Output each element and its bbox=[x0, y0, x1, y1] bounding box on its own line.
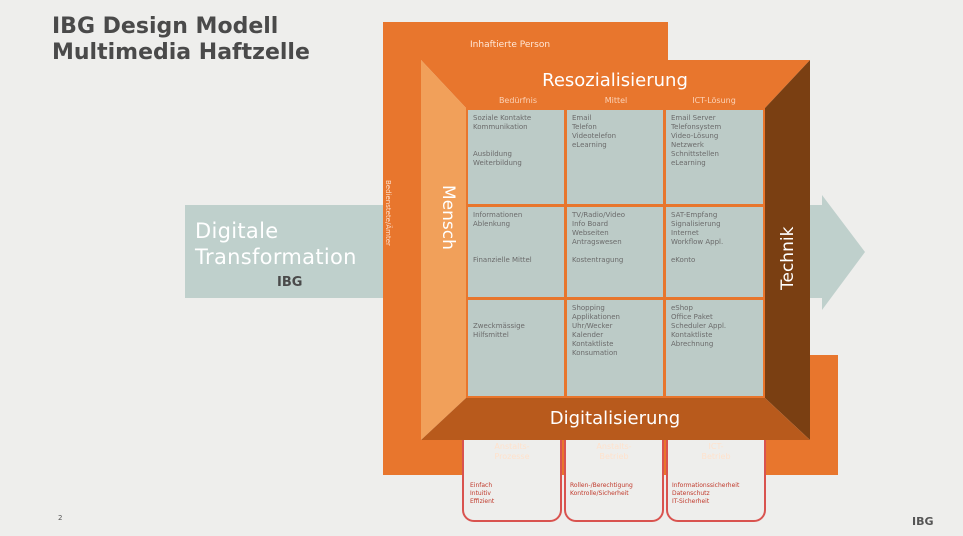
cell-mittel-2: TV/Radio/Video Info Board Webseiten Antr… bbox=[567, 207, 663, 297]
frame-right bbox=[765, 60, 810, 440]
cell-mittel-1: Email Telefon Videotelefon eLearning bbox=[567, 110, 663, 204]
cell-ict-2: SAT-Empfang Signalisierung Internet Work… bbox=[666, 207, 763, 297]
bedienstete-label: Bedienstete/Ämter bbox=[384, 180, 392, 246]
side-strip bbox=[390, 60, 404, 380]
column-header-ict: ICT-Lösung bbox=[692, 96, 736, 105]
tab-body-prozesse: Einfach Intuitiv Effizient bbox=[470, 482, 495, 505]
outer-top-panel bbox=[383, 22, 668, 60]
cell-ict-3: eShop Office Paket Scheduler Appl. Konta… bbox=[666, 300, 763, 396]
tab-head-prozesse: Anstalts- Prozesse bbox=[494, 442, 530, 461]
slide-title: IBG Design Modell Multimedia Haftzelle bbox=[52, 14, 310, 66]
tab-anstalts-prozesse bbox=[462, 440, 562, 522]
digitalisierung-label: Digitalisierung bbox=[549, 408, 681, 429]
cell-beduerfnis-3: Zweckmässige Hilfsmittel bbox=[468, 300, 564, 396]
tab-head-betrieb: Anstalts- Betrieb bbox=[596, 442, 632, 461]
transformation-label: Digitale Transformation bbox=[195, 218, 357, 270]
column-header-mittel: Mittel bbox=[604, 96, 628, 105]
tab-anstalts-betrieb bbox=[564, 440, 664, 522]
frame-top bbox=[421, 60, 810, 108]
cell-beduerfnis-1: Soziale Kontakte Kommunikation Ausbildun… bbox=[468, 110, 564, 204]
technik-label: Technik bbox=[778, 226, 798, 290]
transformation-line-2: Transformation bbox=[195, 245, 357, 269]
cell-mittel-3: Shopping Applikationen Uhr/Wecker Kalend… bbox=[567, 300, 663, 396]
title-line-1: IBG Design Modell bbox=[52, 14, 279, 39]
tab-ict-betrieb bbox=[666, 440, 766, 522]
outer-right-panel bbox=[810, 355, 838, 475]
title-line-2: Multimedia Haftzelle bbox=[52, 40, 310, 65]
tab-body-betrieb: Rollen-/Berechtigung Kontrolle/Sicherhei… bbox=[570, 482, 633, 497]
footer-brand: IBG bbox=[912, 515, 934, 528]
column-header-beduerfnis: Bedürfnis bbox=[498, 96, 538, 105]
tab-head-ict: ICT- Betrieb bbox=[701, 442, 731, 461]
arrow-ibg-label: IBG bbox=[277, 275, 303, 290]
frame-bottom bbox=[421, 398, 810, 440]
frame-left bbox=[421, 60, 466, 440]
page-number: 2 bbox=[58, 514, 63, 522]
cell-beduerfnis-2: Informationen Ablenkung Finanzielle Mitt… bbox=[468, 207, 564, 297]
tab-body-ict: Informationssicherheit Datenschutz IT-Si… bbox=[672, 482, 740, 505]
transformation-line-1: Digitale bbox=[195, 219, 279, 243]
mensch-text: Mensch bbox=[438, 185, 458, 250]
resozialisierung-label: Resozialisierung bbox=[542, 70, 688, 91]
cell-ict-1: Email Server Telefonsystem Video-Lösung … bbox=[666, 110, 763, 204]
inhaftierte-person-label: Inhaftierte Person bbox=[470, 40, 551, 50]
